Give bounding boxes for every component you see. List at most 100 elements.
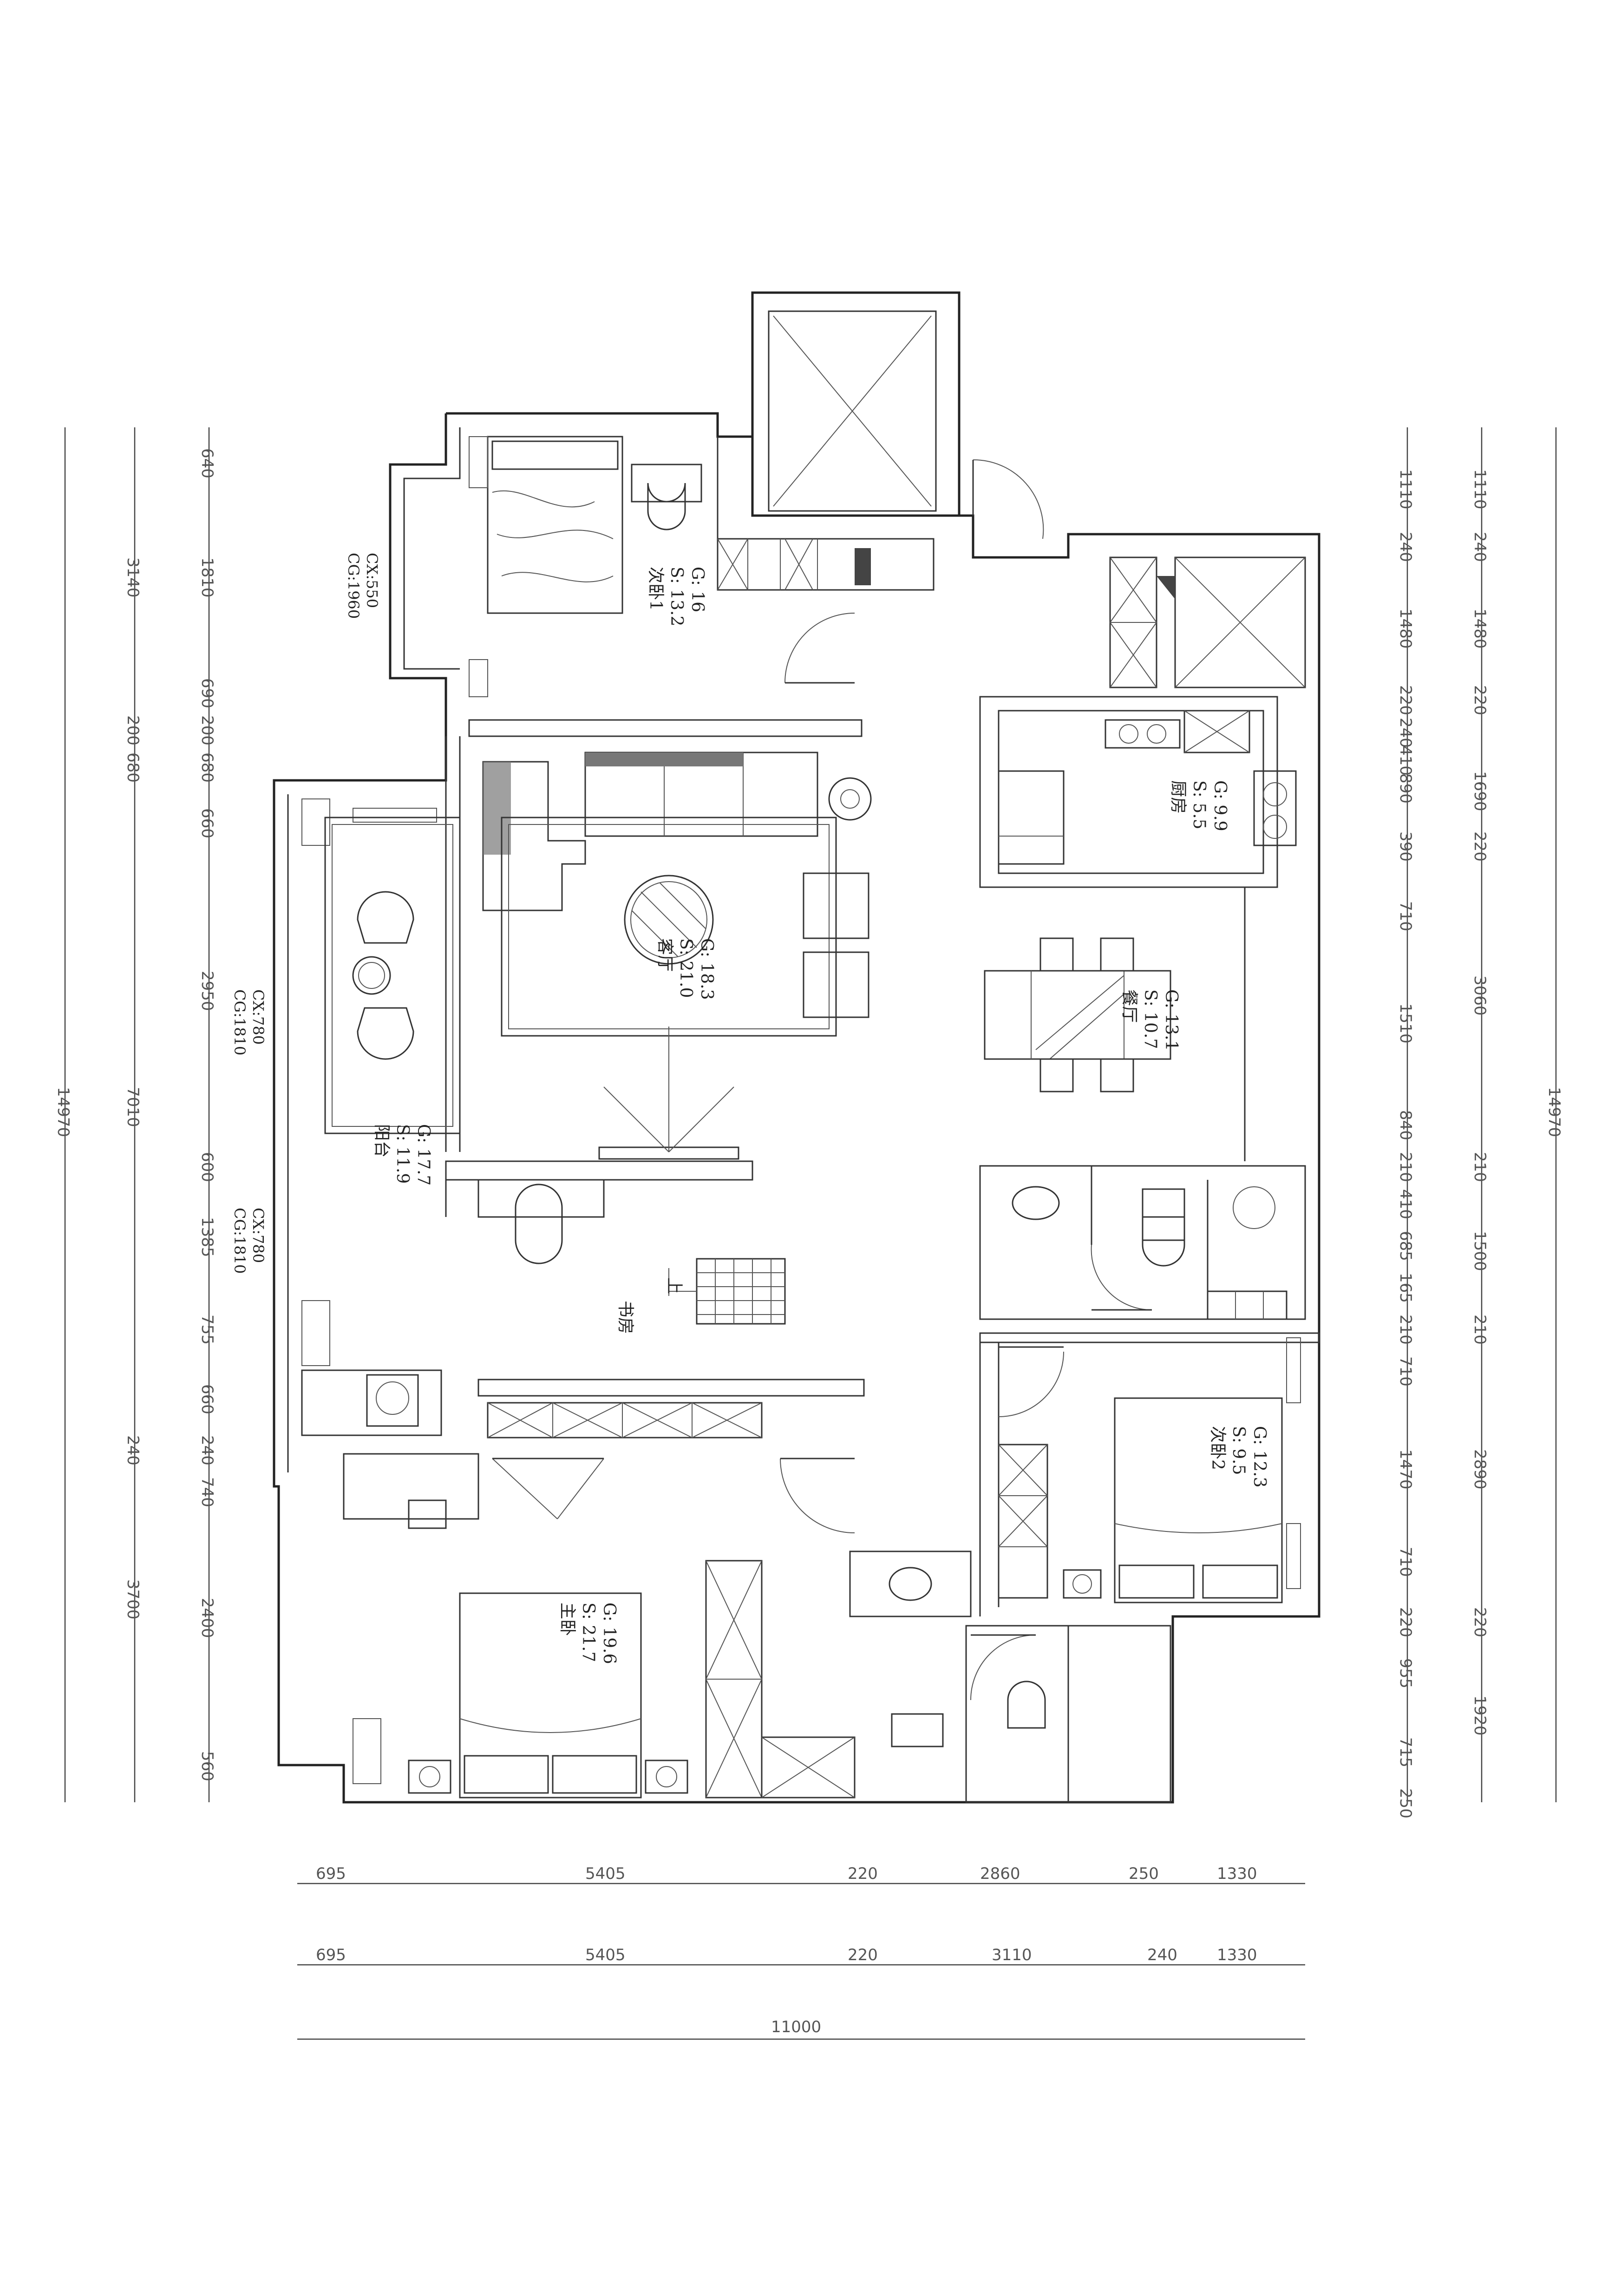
svg-text:1330: 1330 [1217,1946,1257,1964]
svg-text:CX:780: CX:780 [249,989,267,1045]
svg-text:740: 740 [198,1477,216,1507]
svg-text:640: 640 [198,448,216,478]
svg-text:210: 210 [1471,1152,1489,1182]
svg-text:主卧: 主卧 [558,1603,577,1636]
svg-text:S: 21.0: S: 21.0 [676,938,695,998]
svg-text:次卧2: 次卧2 [1208,1426,1227,1470]
svg-text:890: 890 [1396,773,1415,804]
label-stair: 上 [665,1277,684,1294]
svg-text:5405: 5405 [585,1864,626,1883]
svg-text:240: 240 [1471,532,1489,562]
dim-left-total: 14970 [54,1087,72,1137]
svg-text:220: 220 [1471,1607,1489,1637]
window-notes: CX:550 CG:1960 CX:780 CG:1810 CX:780 CG:… [231,553,381,1274]
svg-text:S: 5.5: S: 5.5 [1190,780,1209,830]
svg-text:1810: 1810 [198,557,216,598]
svg-text:695: 695 [316,1864,346,1883]
svg-text:CG:1810: CG:1810 [231,989,248,1055]
svg-text:3110: 3110 [992,1946,1032,1964]
svg-text:CG:1810: CG:1810 [231,1208,248,1274]
svg-text:240: 240 [1396,718,1415,748]
svg-text:阳台: 阳台 [372,1124,391,1158]
svg-text:755: 755 [198,1315,216,1345]
svg-text:390: 390 [1396,831,1415,862]
svg-text:1470: 1470 [1396,1449,1415,1490]
svg-text:710: 710 [1396,1356,1415,1387]
svg-text:G: 19.6: G: 19.6 [600,1603,619,1664]
svg-text:1110: 1110 [1396,469,1415,510]
svg-text:685: 685 [1396,1231,1415,1261]
svg-text:220: 220 [1471,685,1489,715]
svg-text:210: 210 [1471,1315,1489,1345]
svg-text:CX:550: CX:550 [363,553,381,608]
svg-text:S: 10.7: S: 10.7 [1141,989,1160,1049]
svg-text:3700: 3700 [124,1579,142,1620]
svg-text:955: 955 [1396,1658,1415,1688]
svg-text:S: 21.7: S: 21.7 [579,1603,598,1662]
label-dining: 餐厅 S: 10.7 G: 13.1 [1120,989,1181,1051]
svg-text:2860: 2860 [980,1864,1020,1883]
dims-right-mid: 1110 240 1480 220 1690 220 3060 210 1500… [1471,469,1489,1736]
dims-left-mid: 3140 7010 240 3700 200 680 [124,557,142,1620]
svg-text:250: 250 [1396,1788,1415,1818]
svg-text:240: 240 [198,1435,216,1465]
svg-text:上: 上 [665,1277,684,1294]
note-window-balcony-b: CX:780 CG:1810 [231,1208,267,1274]
svg-text:14970: 14970 [54,1087,72,1137]
svg-text:250: 250 [1129,1864,1159,1883]
svg-text:CX:780: CX:780 [249,1208,267,1263]
dim-bottom-total: 11000 [771,2018,821,2036]
svg-text:餐厅: 餐厅 [1120,989,1139,1023]
svg-text:410: 410 [1396,1189,1415,1219]
svg-text:680: 680 [198,752,216,783]
svg-text:1920: 1920 [1471,1695,1489,1736]
svg-text:CG:1960: CG:1960 [345,553,362,619]
svg-text:710: 710 [1396,1547,1415,1577]
svg-text:220: 220 [1396,685,1415,715]
dim-right-total: 14970 [1545,1087,1563,1137]
exterior-walls [273,291,1320,1804]
svg-text:660: 660 [198,1384,216,1414]
svg-text:1500: 1500 [1471,1231,1489,1271]
svg-text:240: 240 [1147,1946,1177,1964]
svg-text:210: 210 [1396,1152,1415,1182]
furniture [301,436,1301,1799]
svg-text:840: 840 [1396,1110,1415,1140]
svg-text:厨房: 厨房 [1169,780,1188,814]
svg-text:3140: 3140 [124,557,142,598]
svg-text:200: 200 [124,715,142,746]
svg-text:240: 240 [124,1435,142,1465]
svg-text:2950: 2950 [198,971,216,1011]
svg-text:S: 9.5: S: 9.5 [1229,1426,1248,1475]
svg-text:书房: 书房 [616,1301,635,1334]
svg-text:600: 600 [198,1152,216,1182]
svg-text:690: 690 [198,678,216,708]
svg-text:1480: 1480 [1471,608,1489,649]
label-balcony: 阳台 S: 11.9 G: 17.7 [372,1124,433,1186]
dims-bottom-row2: 695 5405 220 3110 240 1330 [316,1946,1257,1964]
svg-text:1480: 1480 [1396,608,1415,649]
label-master: 主卧 S: 21.7 G: 19.6 [558,1603,619,1664]
svg-text:240: 240 [1396,532,1415,562]
svg-text:220: 220 [1471,831,1489,862]
svg-text:S: 13.2: S: 13.2 [667,567,686,626]
svg-text:715: 715 [1396,1737,1415,1767]
dims-bottom-row1: 695 5405 220 2860 250 1330 [316,1864,1257,1883]
svg-text:次卧1: 次卧1 [646,567,665,611]
doors [492,459,1152,1701]
svg-text:G: 18.3: G: 18.3 [697,938,716,1000]
svg-text:1110: 1110 [1471,469,1489,510]
svg-text:220: 220 [848,1864,878,1883]
label-living: 客厅 S: 21.0 G: 18.3 [655,938,716,1000]
svg-text:1385: 1385 [198,1217,216,1257]
svg-text:G: 13.1: G: 13.1 [1162,989,1181,1051]
note-window-top-left: CX:550 CG:1960 [345,553,381,619]
dims-right-inner: 1110 240 1480 220 240 410 890 390 710 15… [1396,469,1415,1818]
svg-text:1690: 1690 [1471,771,1489,811]
svg-text:G: 12.3: G: 12.3 [1250,1426,1269,1488]
dims-left-inner: 640 1810 690 200 680 660 2950 600 1385 7… [198,448,216,1781]
svg-text:G: 17.7: G: 17.7 [414,1124,433,1186]
svg-text:710: 710 [1396,901,1415,931]
svg-text:1510: 1510 [1396,1003,1415,1044]
